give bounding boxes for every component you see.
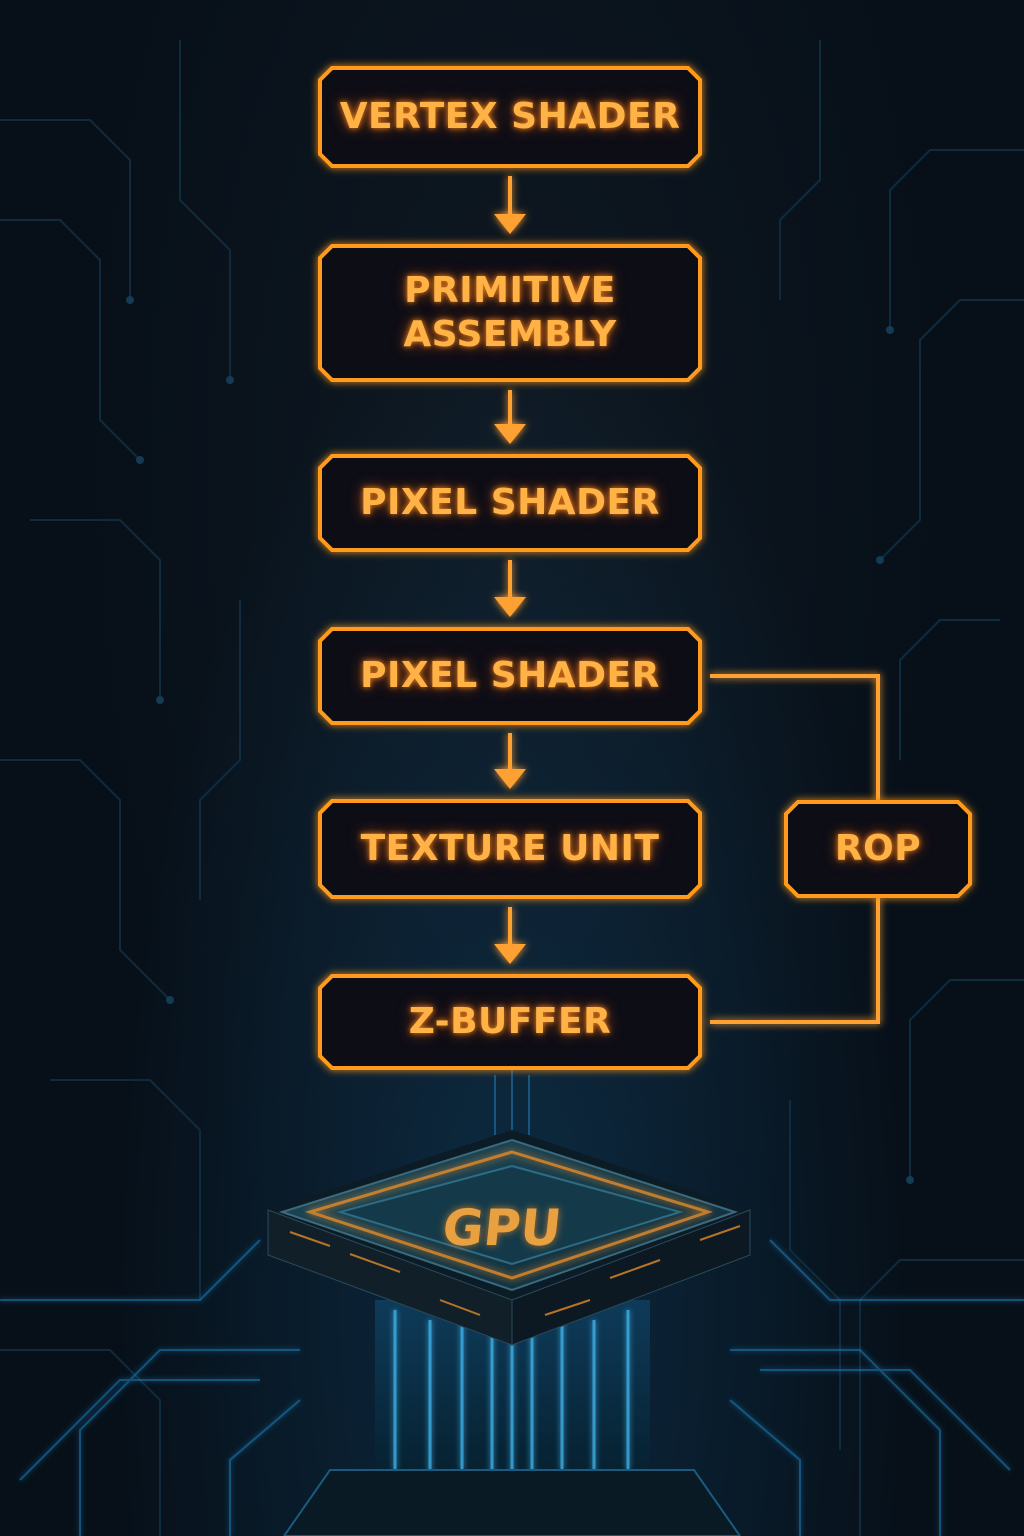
gpu-chip-label: GPU — [439, 1199, 565, 1257]
vertex-shader-label: VERTEX SHADER — [339, 96, 681, 137]
rop-box — [784, 800, 972, 898]
gpu-chip — [267, 1130, 751, 1346]
pixel-shader-2-label: PIXEL SHADER — [360, 655, 660, 696]
arrowhead-texture-unit — [494, 769, 526, 789]
connector-pixel-shader-to-rop — [710, 674, 880, 802]
arrowhead-pixel-shader-2 — [494, 597, 526, 617]
arrowhead-pixel-shader-1 — [494, 424, 526, 444]
pixel-shader-1-box — [318, 454, 702, 552]
pixel-shader-2-box — [318, 627, 702, 725]
connector-rop-to-z-buffer — [710, 896, 880, 1024]
arrowhead-z-buffer — [494, 944, 526, 964]
z-buffer-box — [318, 974, 702, 1070]
arrowhead-primitive-assembly — [494, 214, 526, 234]
pixel-shader-1-label: PIXEL SHADER — [360, 482, 660, 523]
primitive-assembly-box — [318, 244, 702, 382]
z-buffer-label: Z-BUFFER — [408, 1001, 612, 1042]
vertex-shader-box — [318, 66, 702, 168]
texture-unit-box — [318, 799, 702, 899]
texture-unit-label: TEXTURE UNIT — [360, 828, 660, 869]
rop-label: ROP — [834, 828, 922, 869]
primitive-assembly-label: PRIMITIVE ASSEMBLY — [403, 270, 617, 355]
